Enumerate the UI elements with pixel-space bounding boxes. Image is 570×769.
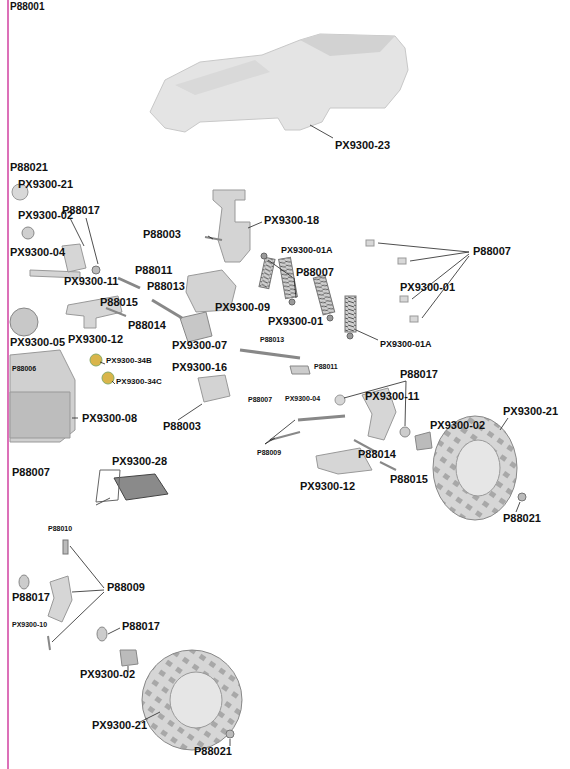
part-number: PX9300-23 (335, 140, 390, 151)
part-number: P88013 (260, 336, 284, 343)
part-number: P88017 (122, 621, 160, 632)
part-number: PX9300-04 (10, 247, 65, 258)
part-number: P88017 (62, 205, 100, 216)
part-number: PX9300-01A (380, 340, 432, 349)
part-number: P88017 (400, 369, 438, 380)
part-number: P88001 (10, 2, 44, 12)
part-number: PX9300-09 (215, 302, 270, 313)
part-number: P88003 (163, 421, 201, 432)
part-number: P88013 (147, 281, 185, 292)
part-number: P88021 (503, 513, 541, 524)
part-number: P88011 (135, 265, 172, 276)
part-number: P88010 (48, 525, 72, 532)
part-number: PX9300-07 (172, 340, 227, 351)
part-number: P88014 (358, 449, 396, 460)
part-number: PX9300-05 (10, 337, 65, 348)
part-number: PX9300-01 (268, 316, 323, 327)
part-number: PX9300-12 (68, 334, 123, 345)
part-number: PX9300-01 (400, 282, 455, 293)
part-number: P88015 (100, 297, 138, 308)
part-number: PX9300-10 (12, 621, 47, 628)
part-number: P88021 (194, 746, 232, 757)
part-number: PX9300-11 (365, 391, 419, 402)
part-number: PX9300-18 (264, 215, 319, 226)
part-number: PX9300-04 (285, 395, 320, 402)
part-number: PX9300-34C (116, 378, 162, 386)
part-number: PX9300-12 (300, 481, 355, 492)
part-number: PX9300-11 (64, 276, 118, 287)
part-number: P88003 (143, 229, 181, 240)
part-number: P88017 (12, 592, 50, 603)
part-number: PX9300-34B (106, 357, 152, 365)
part-number: P88006 (12, 365, 36, 372)
part-number: P88007 (296, 267, 334, 278)
part-number: PX9300-28 (112, 456, 167, 467)
part-number: P88007 (473, 246, 511, 257)
part-number: P88011 (314, 363, 338, 370)
part-number: P88009 (107, 582, 145, 593)
part-number: PX9300-01A (281, 246, 333, 255)
part-number: PX9300-21 (92, 720, 147, 731)
part-number: PX9300-08 (82, 413, 137, 424)
part-number: PX9300-16 (172, 362, 227, 373)
part-number: P88014 (128, 320, 166, 331)
part-number: P88015 (390, 474, 428, 485)
part-number: PX9300-02 (80, 669, 135, 680)
part-number: PX9300-21 (503, 406, 558, 417)
part-number: PX9300-02 (430, 420, 485, 431)
part-number: P88009 (257, 449, 281, 456)
part-number: P88007 (12, 467, 50, 478)
part-number: P88007 (248, 396, 272, 403)
part-number: PX9300-21 (18, 179, 73, 190)
part-number: P88021 (10, 162, 48, 173)
